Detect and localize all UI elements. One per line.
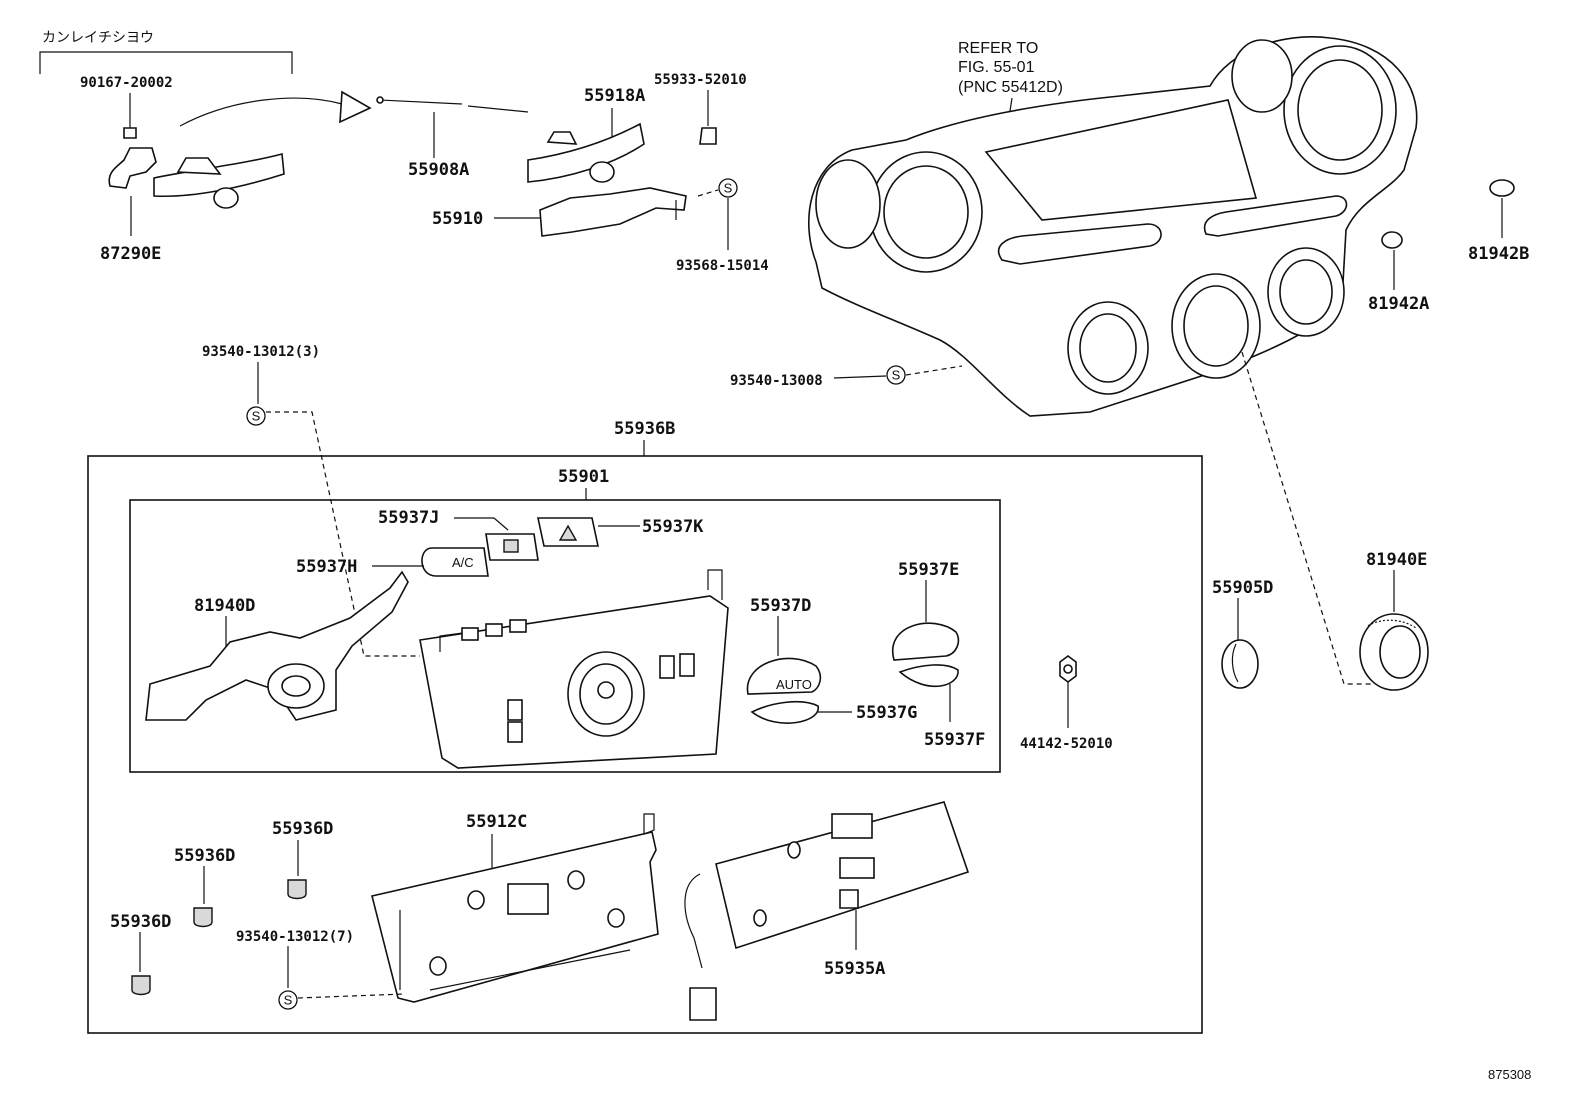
bulb-55936d-a: 55936D bbox=[272, 819, 333, 900]
label-55936b: 55936B bbox=[614, 419, 675, 439]
screw-93540-13008: 93540-13008 S bbox=[730, 365, 963, 389]
svg-text:S: S bbox=[284, 993, 293, 1008]
knob-55937e: 55937E bbox=[891, 560, 959, 661]
label-55912c: 55912C bbox=[466, 812, 527, 832]
label-81942b: 81942B bbox=[1468, 244, 1529, 264]
screw-93568-15014: S 93568-15014 bbox=[676, 178, 769, 274]
header-note: カンレイチシヨウ bbox=[42, 30, 154, 46]
bracket-81940d: 81940D bbox=[145, 570, 409, 721]
cable-clip-assembly: 90167-20002 87290E bbox=[80, 75, 372, 264]
bulb-55936d-b: 55936D bbox=[174, 846, 235, 928]
screw-93540-13012-7: 93540-13012(7) S bbox=[236, 929, 405, 1010]
label-55936d-a: 55936D bbox=[272, 819, 333, 839]
refer-note-line3: (PNC 55412D) bbox=[958, 79, 1063, 96]
bracket-55910: 55910 bbox=[432, 187, 687, 237]
label-81940e: 81940E bbox=[1366, 550, 1427, 570]
clip-81942a: 81942A bbox=[1368, 231, 1429, 314]
clip-87290e bbox=[108, 147, 157, 189]
label-55933-52010: 55933-52010 bbox=[654, 72, 747, 88]
control-unit bbox=[419, 569, 729, 769]
button-55937k: 55937K bbox=[537, 517, 704, 547]
label-55910: 55910 bbox=[432, 209, 483, 229]
svg-text:S: S bbox=[252, 409, 261, 424]
figure-number: 875308 bbox=[1488, 1067, 1531, 1082]
label-90167-20002: 90167-20002 bbox=[80, 75, 173, 91]
circuit-board-55935a: 55935A bbox=[684, 801, 970, 1021]
knob-label-auto: AUTO bbox=[776, 677, 812, 692]
label-55936d-c: 55936D bbox=[110, 912, 171, 932]
knob-label-ac: A/C bbox=[452, 555, 474, 570]
assembly-55901: 55901 bbox=[129, 467, 1001, 773]
nut-44142-52010: 44142-52010 bbox=[1020, 655, 1113, 752]
knob-55937g: 55937G bbox=[750, 700, 917, 724]
svg-text:S: S bbox=[724, 181, 733, 196]
label-55937e: 55937E bbox=[898, 560, 959, 580]
button-55937j: 55937J bbox=[378, 508, 539, 561]
label-93540-13012-3: 93540-13012(3) bbox=[202, 344, 320, 360]
label-55935a: 55935A bbox=[824, 959, 885, 979]
lever-55918a: 55918A bbox=[527, 86, 645, 183]
label-81940d: 81940D bbox=[194, 596, 255, 616]
screw-93540-13012-3: 93540-13012(3) S bbox=[202, 344, 420, 657]
label-55937f: 55937F bbox=[924, 730, 985, 750]
knob-ring-81940e: 81940E bbox=[1359, 550, 1429, 691]
clip-81942b: 81942B bbox=[1468, 179, 1529, 264]
leader-81940e bbox=[1241, 351, 1372, 685]
console-bezel: REFER TO FIG. 55-01 (PNC 55412D) bbox=[807, 36, 1418, 417]
label-93540-13008: 93540-13008 bbox=[730, 373, 823, 389]
label-55901: 55901 bbox=[558, 467, 609, 487]
header-bracket: カンレイチシヨウ bbox=[39, 30, 293, 74]
svg-text:S: S bbox=[892, 368, 901, 383]
clip-55933-52010: 55933-52010 bbox=[654, 72, 747, 145]
control-cable-55908a: 55908A bbox=[376, 96, 529, 180]
label-93568-15014: 93568-15014 bbox=[676, 258, 769, 274]
label-55937d: 55937D bbox=[750, 596, 811, 616]
label-44142-52010: 44142-52010 bbox=[1020, 736, 1113, 752]
label-55937h: 55937H bbox=[296, 557, 357, 577]
label-55936d-b: 55936D bbox=[174, 846, 235, 866]
refer-note-line1: REFER TO bbox=[958, 40, 1038, 57]
knob-55937f: 55937F bbox=[898, 664, 985, 750]
knob-55937d: 55937D AUTO bbox=[746, 596, 822, 695]
label-55937k: 55937K bbox=[642, 517, 704, 537]
refer-note-line2: FIG. 55-01 bbox=[958, 59, 1035, 76]
assembly-55936b: 55936B bbox=[87, 419, 1203, 1034]
knob-cap-55905d: 55905D bbox=[1212, 578, 1273, 689]
label-93540-13012-7: 93540-13012(7) bbox=[236, 929, 354, 945]
label-55908a: 55908A bbox=[408, 160, 469, 180]
label-81942a: 81942A bbox=[1368, 294, 1429, 314]
button-55937h: A/C 55937H bbox=[296, 547, 489, 577]
label-55937g: 55937G bbox=[856, 703, 917, 723]
label-55918a: 55918A bbox=[584, 86, 645, 106]
label-55905d: 55905D bbox=[1212, 578, 1273, 598]
label-55937j: 55937J bbox=[378, 508, 439, 528]
bulb-55936d-c: 55936D bbox=[110, 912, 171, 996]
panel-55912c: 55912C bbox=[371, 812, 659, 1003]
label-87290e: 87290E bbox=[100, 244, 161, 264]
